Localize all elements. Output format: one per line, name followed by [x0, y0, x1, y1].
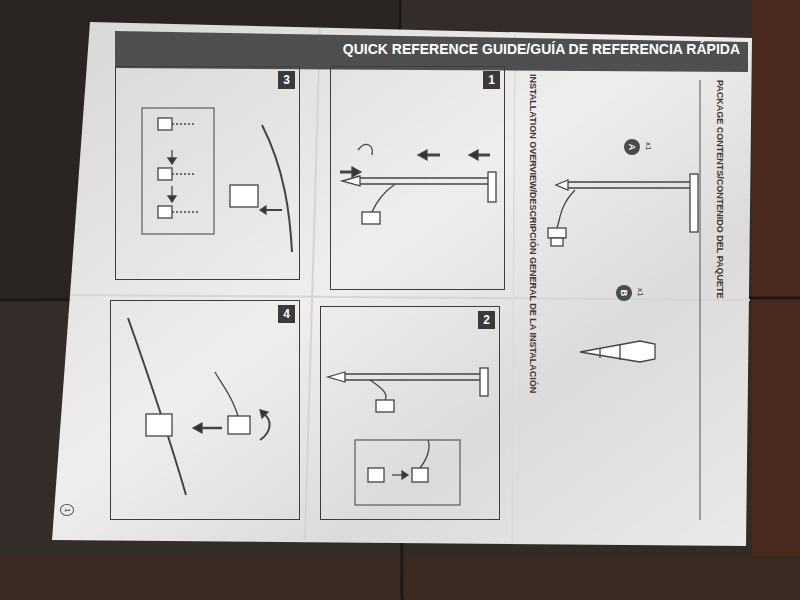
step-illustrations-part: [215, 372, 238, 416]
step-illustrations-part: [488, 172, 496, 202]
step-illustrations-part: [158, 118, 172, 130]
quantity-label-text: x1: [644, 142, 653, 150]
package-illustration-part: [557, 190, 575, 228]
background-floor-part: [752, 0, 800, 600]
paper-sheet-part: [52, 22, 752, 546]
step-illustrations-part: [370, 380, 386, 400]
step-illustrations-part: [146, 414, 172, 436]
step-number-box: 3: [278, 71, 295, 89]
step-number: 4: [283, 307, 290, 321]
package-illustration-part: [690, 174, 698, 232]
step-number-box: 4: [278, 305, 295, 323]
quantity-label: x1: [643, 142, 653, 150]
step-illustrations-part: [158, 168, 172, 180]
step-illustrations-part: [260, 206, 266, 214]
title-text: QUICK REFERENCE GUIDE/GUÍA DE REFERENCIA…: [343, 41, 740, 57]
step-illustrations-part: [228, 416, 250, 434]
package-illustration-part: [700, 80, 701, 520]
quantity-label: x1: [635, 288, 645, 296]
package-illustration-part: [568, 181, 690, 182]
step-illustrations-part: [200, 427, 222, 430]
step-illustrations-part: [230, 185, 258, 207]
step-illustrations-part: [193, 423, 202, 433]
step-illustrations-part: [342, 176, 360, 186]
step-illustrations-part: [469, 150, 478, 160]
paper-sheet-part: [52, 22, 752, 546]
step-illustrations-part: [172, 123, 195, 124]
section-heading: INSTALLATION OVERVIEW/DESCRIPCIÓN GENERA…: [527, 74, 538, 393]
page-number-text: 1: [63, 508, 72, 512]
paper-sheet-part: [305, 28, 320, 540]
step-illustrations-part: [372, 184, 395, 212]
step-illustrations-part: [360, 177, 488, 178]
step-number: 2: [483, 313, 490, 327]
package-illustration-part: [599, 348, 600, 358]
step-panel: 3: [115, 66, 300, 280]
letter-circle: B: [616, 285, 632, 301]
section-heading-text: INSTALLATION OVERVIEW/DESCRIPCIÓN GENERA…: [528, 74, 538, 393]
step-illustrations-part: [412, 468, 428, 482]
paper-sheet-part: [512, 34, 515, 544]
step-illustrations-part: [345, 373, 480, 374]
step-illustrations-part: [352, 167, 361, 177]
step-illustrations-part: [168, 196, 176, 202]
step-number: 3: [283, 73, 290, 87]
step-illustrations-part: [158, 206, 172, 218]
letter-circle: A: [624, 139, 640, 155]
section-heading: PACKAGE CONTENTS/CONTENIDO DEL PAQUETE: [714, 80, 725, 299]
package-illustration-part: [556, 180, 568, 190]
step-illustrations-part: [360, 183, 488, 184]
step-illustrations-part: [418, 150, 427, 160]
circle-letter: A: [627, 144, 637, 151]
step-illustrations-part: [172, 211, 198, 212]
step-illustrations-part: [420, 440, 429, 468]
section-heading-text: PACKAGE CONTENTS/CONTENIDO DEL PAQUETE: [715, 80, 725, 299]
package-illustration: [548, 80, 700, 520]
step-illustrations-part: [260, 410, 268, 418]
package-illustration-part: [580, 341, 655, 362]
package-illustration-part: [619, 345, 620, 360]
step-illustrations-part: [262, 125, 292, 252]
step-illustrations-part: [355, 440, 460, 505]
step-panel: 4: [110, 300, 300, 520]
package-illustration-part: [548, 228, 566, 238]
step-panel: 1: [330, 66, 505, 290]
header-title: QUICK REFERENCE GUIDE/GUÍA DE REFERENCIA…: [343, 41, 740, 57]
step-illustrations-part: [128, 318, 186, 495]
step-illustrations-part: [358, 145, 372, 155]
step-illustrations-part: [172, 173, 195, 174]
step-panel: 2: [320, 306, 500, 520]
package-illustration-part: [551, 238, 563, 246]
step-illustrations-part: [368, 468, 384, 482]
step-number: 1: [488, 73, 495, 87]
step-illustrations-part: [345, 379, 480, 380]
step-illustrations-part: [266, 209, 282, 211]
step-illustrations-part: [480, 368, 488, 396]
circle-letter: B: [619, 290, 629, 297]
package-illustration-part: [568, 187, 690, 188]
step-number-box: 1: [483, 71, 500, 89]
quantity-label-text: x1: [636, 288, 645, 296]
step-illustrations-part: [376, 400, 394, 412]
step-number-box: 2: [478, 311, 495, 329]
step-illustrations-part: [168, 158, 176, 164]
step-illustrations-part: [362, 212, 380, 224]
step-illustrations-part: [142, 108, 214, 234]
step-illustrations-part: [328, 372, 345, 382]
step-illustrations-part: [402, 471, 408, 479]
paper-sheet: [52, 22, 752, 546]
background-floor-part: [0, 555, 800, 600]
